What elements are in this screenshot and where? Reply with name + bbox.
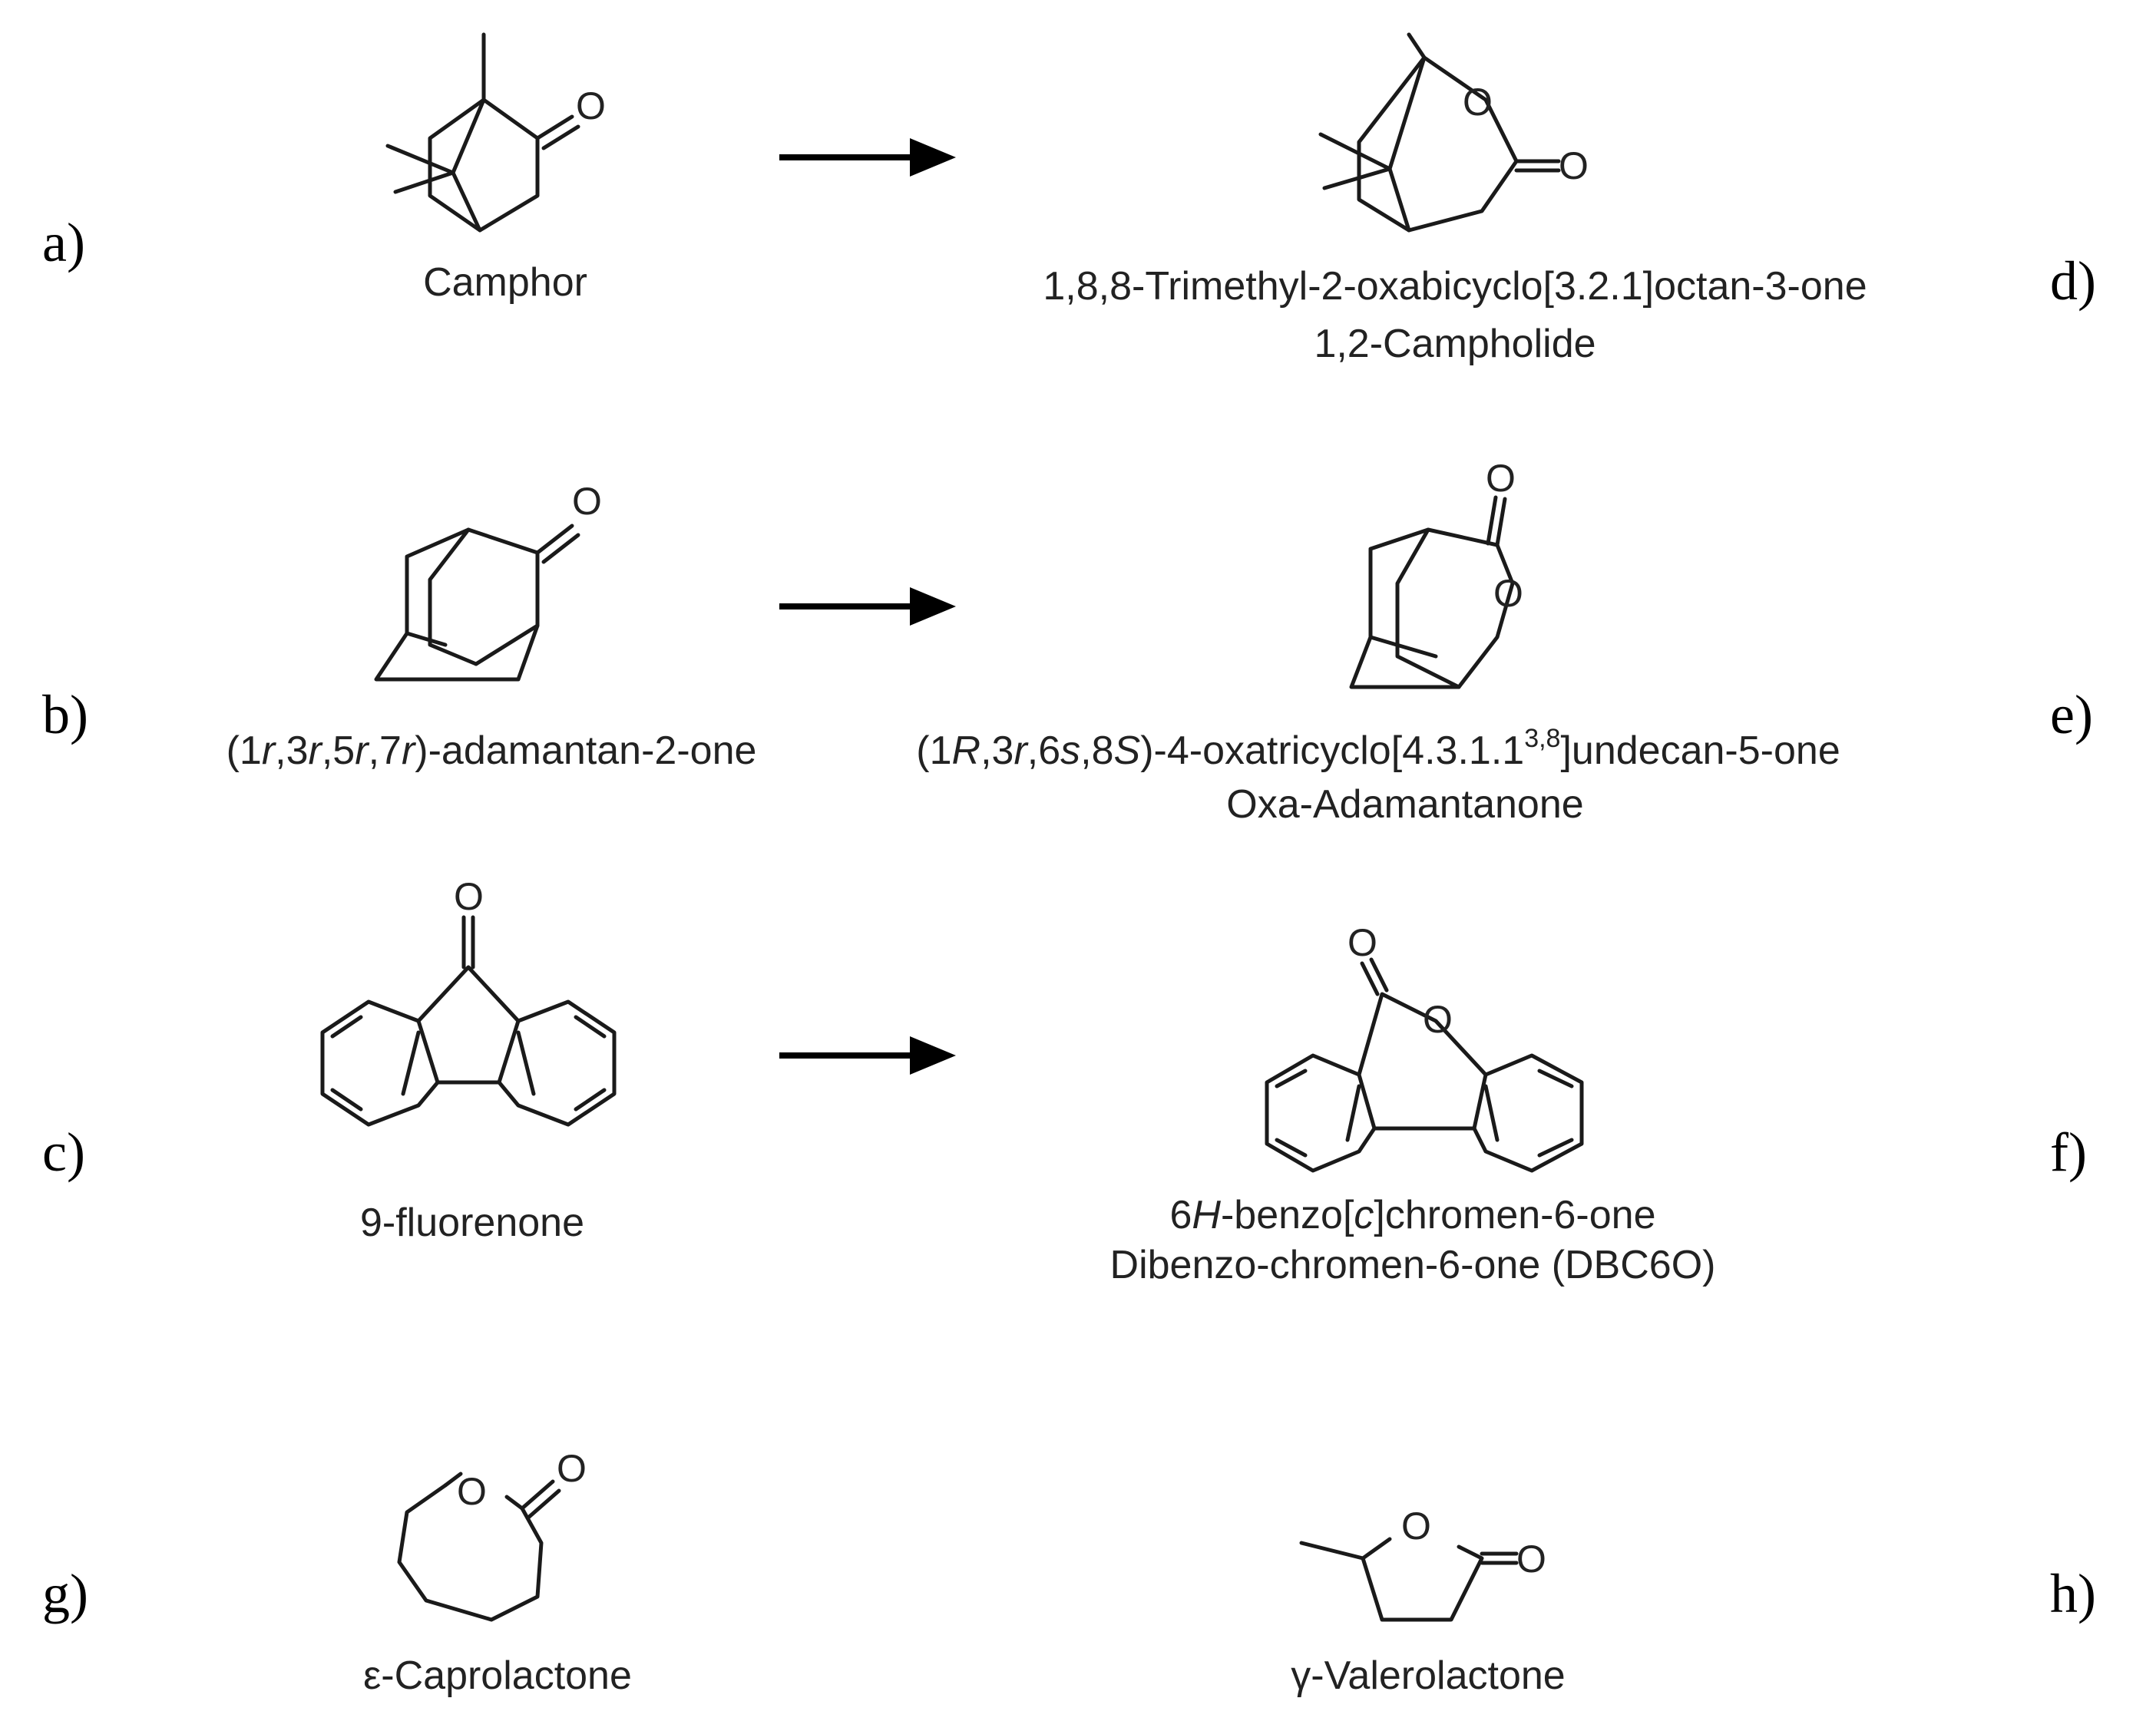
oxygen-atom: O [576, 84, 606, 127]
oxa-adamantanone-systematic-name: (1R,3r,6s,8S)-4-oxatricyclo[4.3.1.13,8]u… [916, 724, 1840, 773]
ring-oxygen-atom: O [1423, 998, 1453, 1041]
valerolactone-structure: O O [1299, 1505, 1546, 1622]
panel-label-b: b) [42, 684, 88, 745]
dbc6o-trivial-name: Dibenzo-chromen-6-one (DBC6O) [1110, 1243, 1716, 1287]
caprolactone-structure: O O [397, 1447, 587, 1622]
oxa-adamantanone-structure: O O [1349, 457, 1523, 689]
carbonyl-oxygen-atom: O [1559, 144, 1589, 187]
carbonyl-oxygen-atom: O [557, 1447, 587, 1490]
panel-label-d: d) [2050, 250, 2096, 312]
ring-oxygen-atom: O [1401, 1505, 1431, 1548]
valerolactone-label: γ-Valerolactone [1291, 1653, 1565, 1698]
ring-oxygen-atom: O [1493, 572, 1523, 615]
camphor-structure: O [385, 32, 606, 233]
fluorenone-label: 9-fluorenone [360, 1201, 584, 1245]
panel-label-g: g) [42, 1563, 88, 1624]
oxygen-atom: O [454, 875, 484, 918]
camphor-label: Camphor [423, 260, 587, 305]
panel-label-c: c) [42, 1122, 85, 1183]
oxa-adamantanone-trivial-name: Oxa-Adamantanone [1226, 782, 1583, 827]
panel-label-f: f) [2050, 1122, 2087, 1183]
dbc6o-systematic-name: 6H-benzo[c]chromen-6-one [1169, 1193, 1655, 1237]
panel-label-h: h) [2050, 1563, 2096, 1624]
fluorenone-structure: O [320, 875, 617, 1127]
oxygen-atom: O [572, 480, 602, 523]
carbonyl-oxygen-atom: O [1516, 1538, 1546, 1581]
adamantanone-label: (1r,3r,5r,7r)-adamantan-2-one [227, 728, 757, 773]
ring-oxygen-atom: O [457, 1470, 487, 1513]
campholide-structure: O O [1318, 32, 1589, 233]
ring-oxygen-atom: O [1463, 81, 1493, 124]
reaction-arrow-b [779, 587, 956, 626]
dbc6o-structure: O O [1265, 921, 1584, 1173]
panel-label-a: a) [42, 212, 85, 273]
reaction-arrow-c [779, 1036, 956, 1075]
carbonyl-oxygen-atom: O [1486, 457, 1516, 500]
campholide-trivial-name: 1,2-Campholide [1314, 322, 1596, 366]
panel-label-e: e) [2050, 684, 2093, 745]
campholide-systematic-name: 1,8,8-Trimethyl-2-oxabicyclo[3.2.1]octan… [1043, 264, 1867, 309]
adamantanone-structure: O [374, 480, 602, 682]
carbonyl-oxygen-atom: O [1348, 921, 1377, 964]
caprolactone-label: ε-Caprolactone [363, 1653, 632, 1698]
reaction-arrow-a [779, 138, 956, 177]
